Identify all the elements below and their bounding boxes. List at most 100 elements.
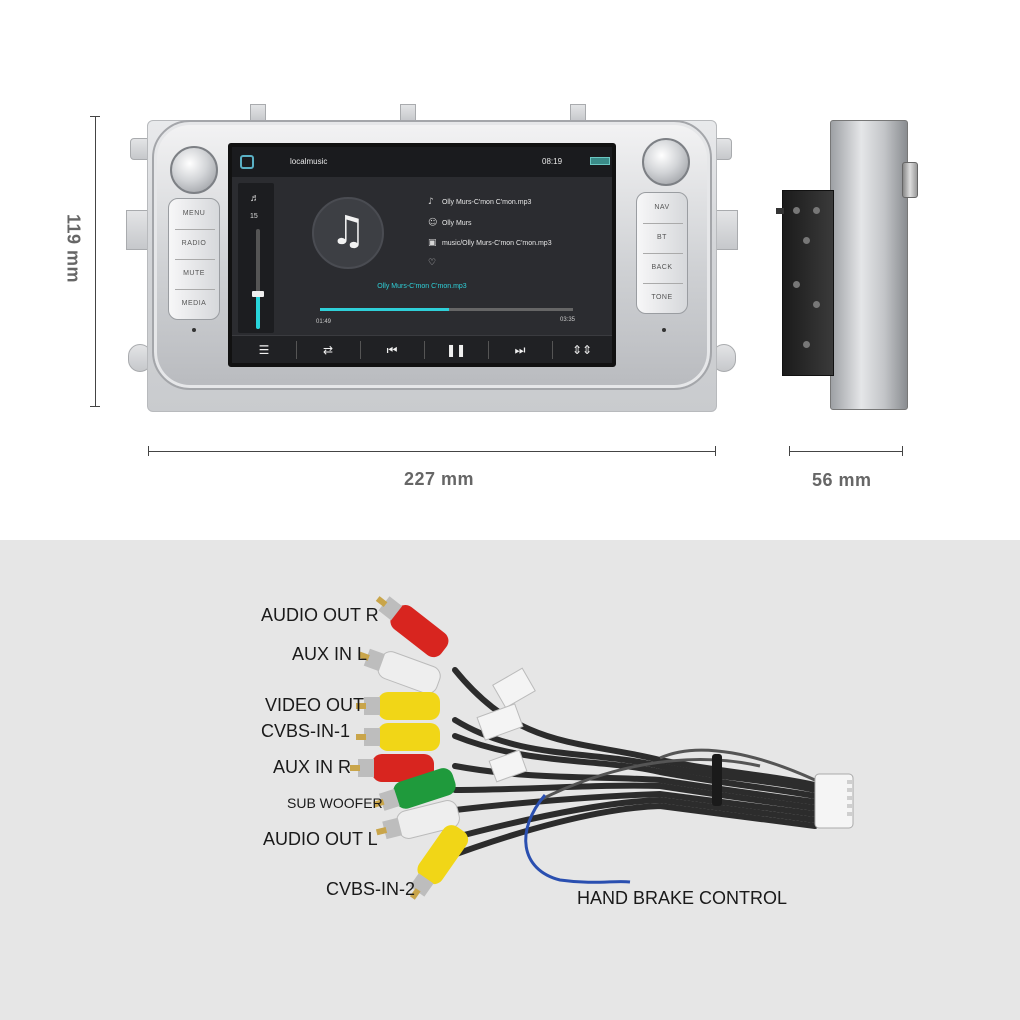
favorite-row: ♡ [428, 258, 440, 268]
button-divider [175, 259, 215, 260]
home-icon[interactable] [240, 155, 254, 169]
button-divider [175, 229, 215, 230]
side-chassis [830, 120, 908, 410]
volume-level: 15 [250, 213, 258, 220]
control-divider [552, 341, 553, 359]
list-icon[interactable]: ☰ [258, 343, 270, 357]
bt-button[interactable]: BT [657, 234, 667, 241]
radio-button[interactable]: RADIO [181, 240, 207, 247]
depth-dimension-cap-right [902, 446, 903, 456]
dimensions-panel: 119 mm 227 mm 56 mm [63, 104, 926, 490]
label-audio-out-l: AUDIO OUT L [263, 829, 378, 849]
screw-hole [803, 341, 810, 348]
screw-hole [793, 207, 800, 214]
depth-dimension-cap-left [789, 446, 790, 456]
side-knob [902, 162, 918, 198]
height-dimension-cap-bottom [90, 406, 100, 407]
track-title-row: ♪ Olly Murs-C'mon C'mon.mp3 [428, 197, 531, 207]
button-divider [643, 253, 683, 254]
label-cvbs-in-1: CVBS-IN-1 [261, 721, 351, 741]
clock: 08:19 [542, 157, 563, 166]
button-divider [643, 283, 683, 284]
label-cvbs-in-2: CVBS-IN-2 [326, 879, 416, 899]
hand-brake-wire [524, 794, 631, 884]
control-divider [424, 341, 425, 359]
back-button[interactable]: BACK [651, 264, 673, 271]
left-button-group: MENU RADIO MUTE MEDIA [168, 198, 220, 320]
screw-hole [813, 301, 820, 308]
mount-tab [714, 210, 738, 250]
folder-icon: ▣ [428, 238, 437, 248]
mute-button[interactable]: MUTE [183, 270, 205, 277]
music-note-icon: ♪ [428, 197, 434, 207]
volume-panel: ♬ 15 [238, 183, 274, 333]
pause-icon[interactable]: ❚❚ [445, 343, 467, 357]
right-button-group: NAV BT BACK TONE [636, 192, 688, 314]
playback-controls: ☰ ⇄ ⏮ ❚❚ ⏭ ⇕⇕ [232, 335, 612, 363]
label-audio-out-r: AUDIO OUT R [261, 605, 379, 625]
height-dimension-cap-top [90, 116, 100, 117]
elapsed-time: 01:49 [316, 319, 332, 325]
mount-tab [126, 210, 150, 250]
width-dimension-cap-right [715, 446, 716, 456]
speaker-icon: ♬ [250, 193, 260, 204]
track-artist-row: ☺ Olly Murs [428, 218, 472, 228]
screw-hole [793, 281, 800, 288]
track-path: music/Olly Murs-C'mon C'mon.mp3 [441, 240, 552, 247]
side-stud [776, 208, 784, 214]
tuning-knob[interactable] [642, 138, 690, 186]
media-button[interactable]: MEDIA [181, 300, 207, 307]
label-hand-brake-control: HAND BRAKE CONTROL [577, 888, 788, 908]
harness-panel: AUDIO OUT R AUX IN L VIDEO OUT CVBS-IN-1… [0, 540, 1020, 1020]
volume-slider-fill [256, 294, 260, 329]
control-divider [488, 341, 489, 359]
menu-button[interactable]: MENU [182, 210, 206, 217]
equalizer-icon[interactable]: ⇕⇕ [571, 343, 593, 357]
rca-plugs [350, 596, 469, 900]
track-path-row: ▣ music/Olly Murs-C'mon C'mon.mp3 [428, 238, 552, 248]
head-unit-side-view [776, 116, 926, 416]
total-time: 03:35 [560, 317, 576, 323]
button-divider [643, 223, 683, 224]
reset-hole [662, 328, 666, 332]
volume-slider-thumb[interactable] [252, 291, 264, 297]
nav-button[interactable]: NAV [654, 204, 670, 211]
side-bracket [782, 190, 834, 376]
next-icon[interactable]: ⏭ [514, 343, 526, 357]
mic-hole [192, 328, 196, 332]
volume-slider-track[interactable] [256, 229, 260, 329]
heart-icon[interactable]: ♡ [428, 258, 437, 268]
progress-bar-fill [320, 308, 449, 311]
label-video-out: VIDEO OUT [265, 695, 365, 715]
shuffle-icon[interactable]: ⇄ [322, 343, 334, 357]
control-divider [360, 341, 361, 359]
width-label: 227 mm [404, 469, 475, 489]
control-divider [296, 341, 297, 359]
now-playing-title: Olly Murs-C'mon C'mon.mp3 [377, 283, 467, 290]
music-note-icon: ♫ [330, 208, 366, 254]
wire-tie [712, 754, 722, 806]
previous-icon[interactable]: ⏮ [386, 343, 398, 357]
status-bar: localmusic 08:19 [232, 147, 612, 177]
width-dimension-cap-left [148, 446, 149, 456]
screw-hole [813, 207, 820, 214]
width-dimension-line [148, 451, 716, 452]
height-dimension-line [95, 116, 96, 406]
depth-label: 56 mm [812, 470, 872, 490]
person-icon: ☺ [428, 218, 438, 228]
back-arrow-icon[interactable] [590, 157, 610, 165]
wire-connector [814, 773, 854, 829]
app-title: localmusic [290, 157, 328, 166]
depth-dimension-line [789, 451, 903, 452]
volume-knob[interactable] [170, 146, 218, 194]
touch-screen[interactable]: localmusic 08:19 ♬ 15 ♫ ♪ Olly Murs-C'mo… [228, 143, 616, 367]
screw-hole [803, 237, 810, 244]
label-sub-woofer: SUB WOOFER [287, 795, 383, 811]
label-aux-in-r: AUX IN R [273, 757, 352, 777]
tone-button[interactable]: TONE [651, 294, 673, 301]
album-art: ♫ [312, 197, 384, 269]
label-aux-in-l: AUX IN L [292, 644, 368, 664]
track-title: Olly Murs-C'mon C'mon.mp3 [441, 199, 532, 206]
button-divider [175, 289, 215, 290]
